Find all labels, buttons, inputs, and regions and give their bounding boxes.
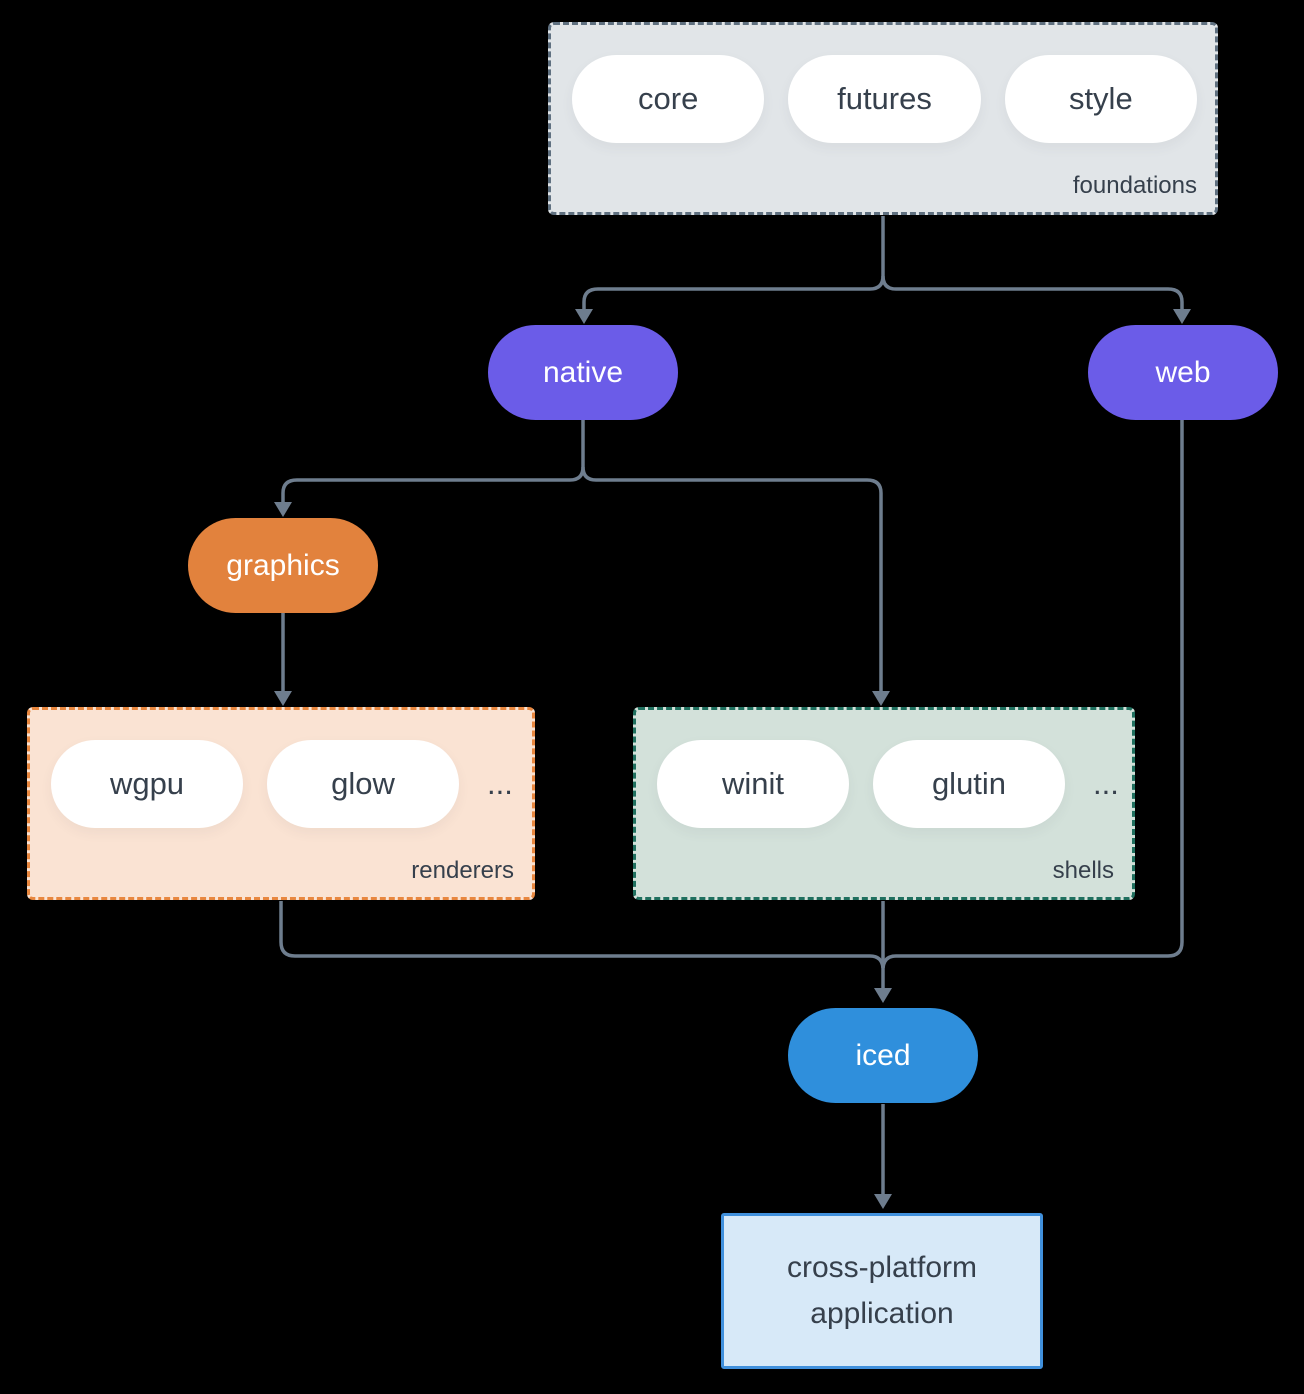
application-label: cross-platform application <box>786 1250 978 1331</box>
node-iced: iced <box>788 1008 978 1103</box>
arrowhead-into-iced <box>874 988 892 1003</box>
foundations-group-label: foundations <box>1072 172 1197 199</box>
node-graphics: graphics <box>188 518 378 613</box>
shells-group: winit glutin ... shells <box>633 707 1135 900</box>
edge-foundations-web <box>881 275 1184 311</box>
crate-glutin: glutin <box>873 740 1065 828</box>
arrowhead-into-native <box>575 309 593 324</box>
renderers-pill-row: wgpu glow ... <box>30 710 532 828</box>
crate-winit: winit <box>657 740 849 828</box>
foundations-pill-row: core futures style <box>551 25 1215 143</box>
application-box: cross-platform application <box>721 1213 1043 1369</box>
shells-group-label: shells <box>1052 857 1114 884</box>
arrowhead-into-graphics <box>274 502 292 517</box>
edge-native-shells <box>581 466 883 691</box>
edge-native-graphics <box>281 420 585 504</box>
edge-renderers-iced <box>279 901 885 969</box>
crate-style: style <box>1004 55 1197 143</box>
crate-wgpu: wgpu <box>51 740 243 828</box>
foundations-group: core futures style foundations <box>548 22 1218 215</box>
shells-ellipsis: ... <box>1093 766 1119 801</box>
arrowhead-into-application <box>874 1194 892 1209</box>
node-native: native <box>488 325 678 420</box>
crate-core: core <box>572 55 765 143</box>
crate-glow: glow <box>267 740 459 828</box>
arrowhead-into-web <box>1173 309 1191 324</box>
arrowhead-into-shells <box>872 691 890 706</box>
shells-pill-row: winit glutin ... <box>636 710 1132 828</box>
crate-futures: futures <box>788 55 981 143</box>
renderers-group-label: renderers <box>411 857 514 884</box>
renderers-group: wgpu glow ... renderers <box>27 707 535 900</box>
renderers-ellipsis: ... <box>487 766 513 801</box>
edge-foundations-native <box>582 216 885 311</box>
node-web: web <box>1088 325 1278 420</box>
arrowhead-into-renderers <box>274 691 292 706</box>
